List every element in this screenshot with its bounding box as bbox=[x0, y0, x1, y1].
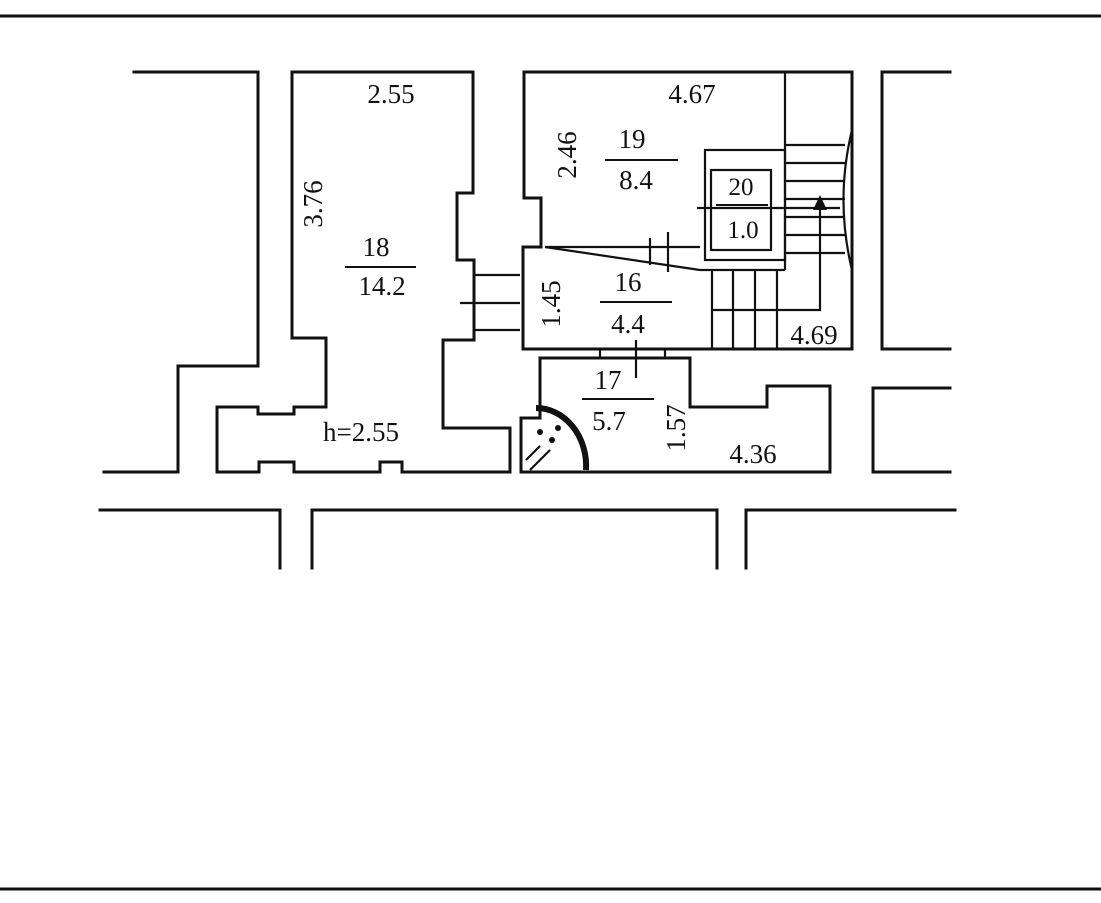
room-19-area: 8.4 bbox=[619, 165, 653, 195]
room-20-number: 20 bbox=[729, 174, 754, 201]
dimension-room-18-side: 3.76 bbox=[298, 180, 328, 227]
door-ticks bbox=[460, 206, 840, 378]
room-17-stair-marks bbox=[525, 425, 561, 471]
stair-upper-treads bbox=[785, 143, 845, 255]
lower-center-wall bbox=[310, 508, 719, 570]
lower-left-wall bbox=[98, 508, 282, 570]
room-17-area: 5.7 bbox=[592, 406, 626, 436]
room-17-number: 17 bbox=[595, 365, 622, 395]
dimension-room-16-side: 1.45 bbox=[536, 280, 566, 327]
stair-lower-treads bbox=[712, 270, 785, 349]
room-20-outer-box bbox=[703, 148, 787, 262]
room-16-slope-wall bbox=[544, 245, 701, 272]
left-outer-wall bbox=[102, 70, 260, 474]
ceiling-height-label: h=2.55 bbox=[323, 417, 399, 447]
room-18-number: 18 bbox=[363, 232, 390, 262]
room-19-outer-wall bbox=[521, 70, 854, 351]
right-upper-wall bbox=[880, 70, 952, 351]
room-16-number: 16 bbox=[615, 267, 642, 297]
dimension-stair-width: 4.69 bbox=[790, 320, 837, 350]
room-16-area: 4.4 bbox=[611, 309, 645, 339]
room-19-number: 19 bbox=[619, 124, 646, 154]
right-lower-wall bbox=[871, 386, 952, 474]
stair-direction-arrow bbox=[785, 200, 822, 312]
room-20-area: 1.0 bbox=[727, 217, 758, 244]
stair-arrow-head bbox=[813, 195, 827, 210]
room-17-wall bbox=[519, 356, 832, 474]
room-18-area: 14.2 bbox=[358, 271, 405, 301]
dimension-room-17-length: 4.36 bbox=[729, 439, 776, 469]
lower-right-wall bbox=[744, 508, 957, 570]
dimension-room-18-top: 2.55 bbox=[367, 79, 414, 109]
room-17-door-arc bbox=[535, 404, 590, 471]
room-18-wall bbox=[215, 70, 512, 474]
dimension-room-19-side: 2.46 bbox=[552, 131, 582, 178]
room-20-inner-box bbox=[709, 168, 773, 252]
stair-curved-wall bbox=[842, 129, 854, 271]
dimension-room-17-side: 1.57 bbox=[661, 404, 691, 451]
dimension-room-19-top: 4.67 bbox=[668, 79, 715, 109]
